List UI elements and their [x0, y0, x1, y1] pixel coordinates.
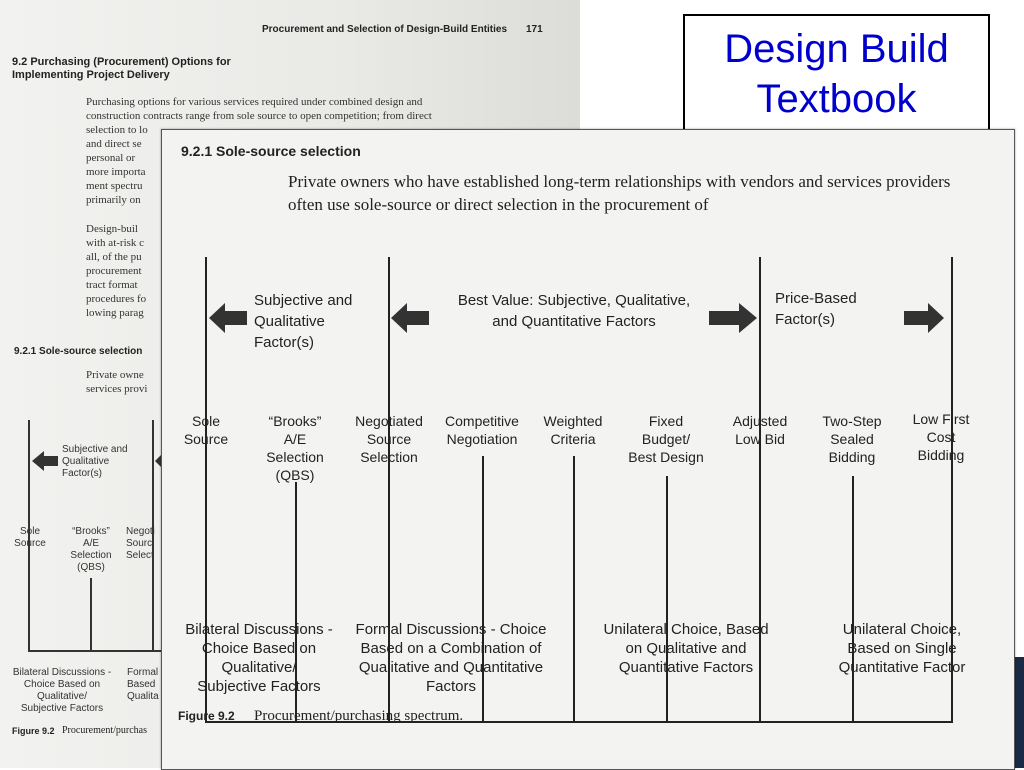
bg-figure-axis-left	[28, 420, 30, 650]
spectrum-tick	[482, 456, 484, 722]
background-paragraph-3: Private owne services provi	[86, 369, 148, 395]
bg-figure-method: Sole Source	[14, 526, 46, 549]
method-label: Fixed Budget/ Best Design	[628, 413, 704, 465]
bg-figure-header: Subjective and Qualitative Factor(s)	[62, 444, 128, 479]
category-label: Unilateral Choice, Based on Single Quant…	[838, 621, 966, 676]
section-heading: 9.2.1 Sole-source selection	[181, 143, 361, 159]
header-price-based: Price-Based Factor(s)	[775, 290, 857, 328]
header-subjective: Subjective and Qualitative Factor(s)	[254, 292, 353, 351]
spectrum-divider	[205, 257, 207, 722]
bg-figure-method: “Brooks” A/E Selection (QBS)	[70, 526, 112, 573]
bg-figure-baseline	[28, 650, 163, 652]
running-head: Procurement and Selection of Design-Buil…	[262, 24, 508, 35]
slide-title-line-1: Design Build	[724, 27, 949, 71]
method-label: Low First Cost Bidding	[912, 411, 970, 463]
zoomed-textbook-page: 9.2.1 Sole-source selection Private owne…	[161, 129, 1015, 770]
background-paragraph-1: Purchasing options for various services …	[86, 96, 432, 206]
section-9-2-heading: 9.2 Purchasing (Procurement) Options for…	[12, 56, 231, 81]
spectrum-tick	[295, 482, 297, 722]
spectrum-baseline	[205, 721, 953, 723]
arrow-left-icon	[391, 303, 429, 333]
bg-figure-category: Bilateral Discussions - Choice Based on …	[12, 667, 112, 714]
slide-title: Design Build Textbook	[683, 24, 990, 124]
spectrum-tick	[852, 476, 854, 722]
figure-caption-label: Figure 9.2	[178, 709, 235, 723]
spectrum-tick	[573, 456, 575, 722]
accent-bar	[1013, 657, 1024, 768]
bg-figure-caption-text: Procurement/purchas	[62, 725, 147, 736]
spectrum-divider	[759, 257, 761, 722]
section-body: Private owners who have established long…	[288, 172, 951, 214]
bg-figure-axis-mid	[152, 420, 154, 650]
method-label: Two-Step Sealed Bidding	[822, 413, 882, 465]
background-paragraph-2: Design-buil with at-risk c all, of the p…	[86, 223, 147, 319]
method-label: Weighted Criteria	[543, 413, 603, 447]
spectrum-tick	[666, 476, 668, 722]
method-label: Competitive Negotiation	[445, 413, 519, 447]
category-label: Formal Discussions - Choice Based on a C…	[355, 621, 547, 695]
arrow-right-icon	[904, 303, 944, 333]
header-best-value: Best Value: Subjective, Qualitative, and…	[457, 292, 691, 330]
method-label: Negotiated Source Selection	[355, 413, 423, 465]
category-label: Bilateral Discussions - Choice Based on …	[185, 621, 333, 695]
bg-figure-caption-label: Figure 9.2	[12, 726, 55, 736]
method-label: Sole Source	[183, 413, 229, 447]
method-label: “Brooks” A/E Selection (QBS)	[266, 413, 324, 483]
arrow-left-icon	[209, 303, 247, 333]
slide-title-line-2: Textbook	[756, 77, 917, 121]
arrow-right-icon	[709, 303, 757, 333]
category-label: Unilateral Choice, Based on Qualitative …	[603, 621, 769, 676]
figure-caption-text: Procurement/purchasing spectrum.	[254, 708, 464, 724]
bg-figure-method: Negoti Sourc Select	[126, 526, 155, 561]
section-9-2-1-heading-bg: 9.2.1 Sole-source selection	[14, 346, 143, 357]
bg-figure-category: Formal Based Qualita	[127, 667, 159, 702]
arrow-left-icon	[32, 451, 58, 471]
method-label: Adjusted Low Bid	[732, 413, 788, 447]
page-number: 171	[526, 24, 543, 35]
spectrum-divider	[388, 257, 390, 722]
bg-figure-tick	[90, 578, 92, 650]
spectrum-divider	[951, 257, 953, 722]
